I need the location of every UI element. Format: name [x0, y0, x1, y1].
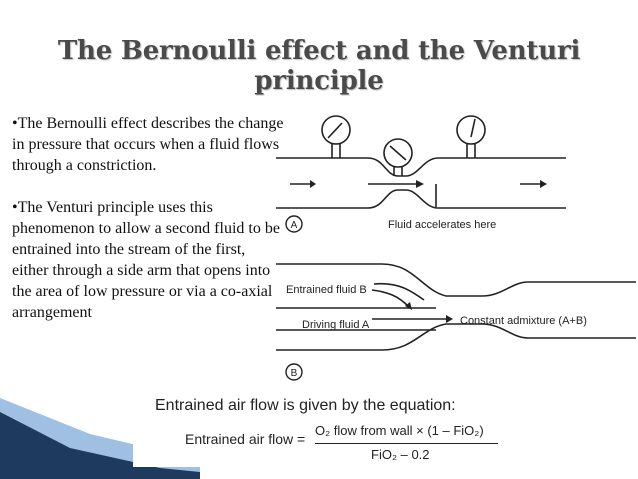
panel-a-caption: Fluid accelerates here	[388, 219, 496, 231]
diagram-b	[276, 263, 636, 381]
equation-denominator: FiO₂ – 0.2	[371, 447, 430, 462]
entrained-arrow	[371, 289, 409, 307]
panel-a-label: A	[291, 220, 298, 231]
side-arm-inlet	[373, 282, 425, 301]
driving-fluid-label: Driving fluid A	[302, 319, 370, 331]
tube-b-top-wall	[276, 263, 636, 297]
output-label: Constant admixture (A+B)	[460, 315, 587, 327]
entrained-fluid-label: Entrained fluid B	[286, 284, 367, 296]
venturi-diagram: A Fluid accelerates here Entrained fluid…	[276, 115, 636, 381]
slide-title: The Bernoulli effect and the Venturi pri…	[57, 36, 581, 96]
decor-dark-band	[0, 412, 200, 479]
tube-b-bottom-wall	[276, 323, 636, 351]
equation-lhs: Entrained air flow =	[185, 431, 306, 447]
tube-a-top-wall	[276, 157, 566, 177]
panel-b-label: B	[291, 368, 298, 379]
equation-numerator: O₂ flow from wall × (1 – FiO₂)	[315, 423, 484, 438]
tube-a-bottom-wall	[276, 189, 566, 209]
equation-intro: Entrained air flow is given by the equat…	[155, 397, 456, 414]
equation-box: Entrained air flow is given by the equat…	[133, 385, 513, 467]
panel-b-badge	[285, 363, 303, 381]
diagram-a	[276, 115, 566, 233]
bullet-venturi: •The Venturi principle uses this phenome…	[12, 199, 280, 321]
bullet-list: •The Bernoulli effect describes the chan…	[12, 113, 284, 344]
panel-a-badge	[285, 215, 303, 233]
pressure-gauge-right	[456, 115, 486, 158]
bullet-bernoulli: •The Bernoulli effect describes the chan…	[12, 115, 284, 174]
fraction-bar	[315, 443, 498, 444]
pressure-gauge-middle	[383, 138, 413, 176]
pressure-gauge-left	[321, 115, 351, 158]
